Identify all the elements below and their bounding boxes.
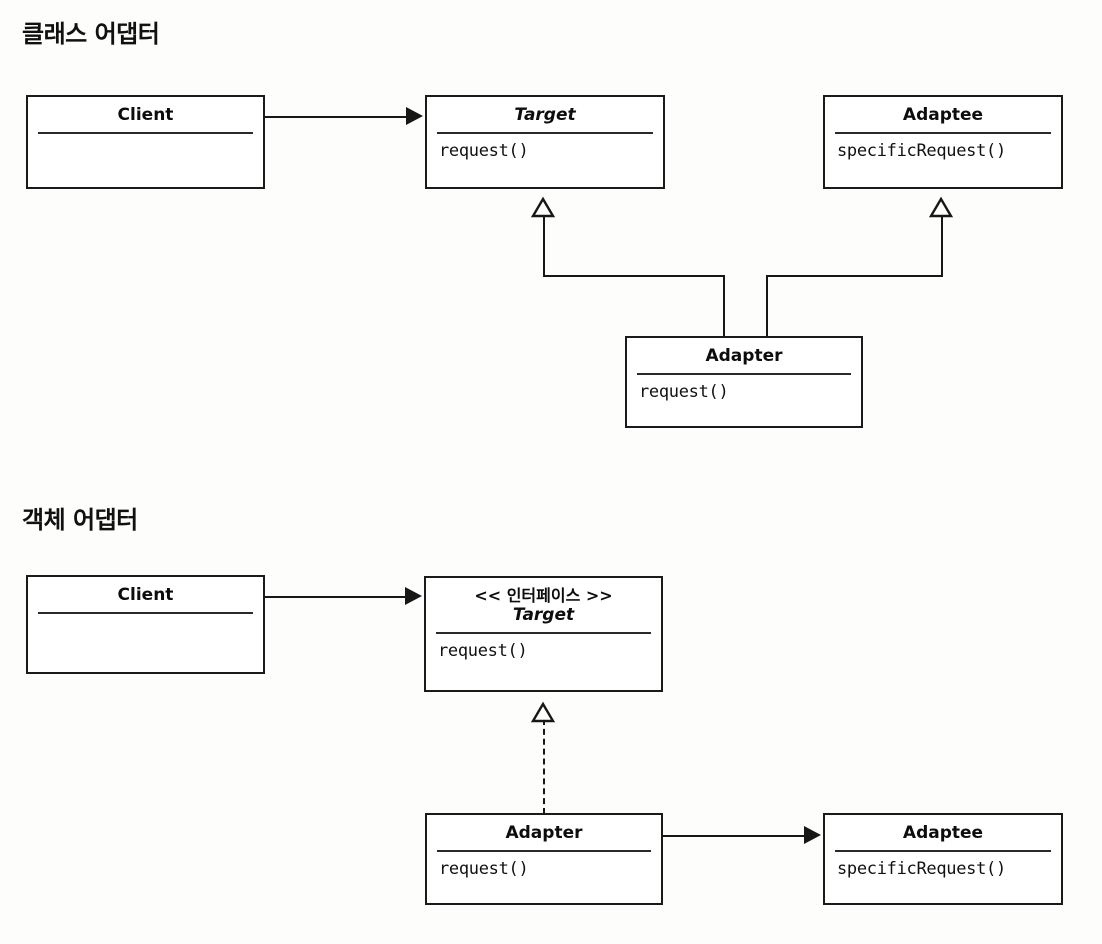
connector-adapter-to-adaptee-1-vertical — [941, 214, 943, 275]
class-operations: specificRequest() — [837, 140, 1006, 161]
connector-adapter-to-target-1-drop — [723, 275, 725, 336]
class-name-label: Adaptee — [902, 105, 984, 125]
connector-adapter-to-adaptee-2 — [663, 835, 806, 837]
connector-adapter-to-adaptee-1-drop — [766, 275, 768, 336]
arrow-head-icon — [405, 587, 422, 605]
class-divider — [436, 631, 651, 634]
class-header: Adapter — [427, 815, 661, 848]
class-operations — [28, 614, 263, 672]
connector-adapter-to-adaptee-1-horizontal — [766, 275, 943, 277]
class-operations: specificRequest() — [837, 858, 1006, 879]
arrow-head-icon — [406, 107, 423, 125]
class-divider — [38, 131, 253, 134]
class-name-label: Adapter — [705, 346, 783, 366]
class-header: Adaptee — [825, 815, 1061, 848]
class-operations: request() — [439, 858, 529, 879]
class-header: Adapter — [627, 338, 861, 371]
class-name-label: Client — [117, 105, 174, 125]
class-box-adapter-2[interactable]: Adapter request() — [425, 813, 663, 905]
stereotype-label: << 인터페이스 >> — [474, 586, 613, 605]
connector-client-to-target-1 — [265, 116, 408, 118]
connector-client-to-target-2 — [265, 596, 407, 598]
class-operations: request() — [639, 381, 729, 402]
class-box-adaptee-2[interactable]: Adaptee specificRequest() — [823, 813, 1063, 905]
class-box-adapter-1[interactable]: Adapter request() — [625, 336, 863, 428]
class-box-client-1[interactable]: Client — [26, 95, 265, 189]
class-divider — [437, 131, 653, 134]
class-header: Client — [28, 97, 263, 130]
section-title-class-adapter: 클래스 어댑터 — [22, 20, 160, 48]
connector-adapter-to-target-1-horizontal — [543, 275, 725, 277]
class-divider — [38, 611, 253, 614]
class-header: Target — [427, 97, 663, 130]
class-box-adaptee-1[interactable]: Adaptee specificRequest() — [823, 95, 1063, 189]
class-header: Adaptee — [825, 97, 1061, 130]
class-header: << 인터페이스 >> Target — [426, 578, 661, 630]
connector-adapter-to-target-2-realization — [543, 719, 545, 814]
class-operations: request() — [439, 140, 529, 161]
class-divider — [437, 849, 651, 852]
class-box-target-2[interactable]: << 인터페이스 >> Target request() — [424, 576, 663, 692]
class-operations — [28, 134, 263, 187]
class-box-client-2[interactable]: Client — [26, 575, 265, 674]
class-divider — [835, 131, 1051, 134]
class-header: Client — [28, 577, 263, 610]
class-name-label: Target — [514, 105, 576, 125]
class-divider — [637, 372, 851, 375]
section-title-object-adapter: 객체 어댑터 — [22, 506, 138, 534]
connector-adapter-to-target-1-vertical — [543, 214, 545, 275]
class-operations: request() — [438, 640, 528, 661]
class-name-label: Adaptee — [902, 823, 984, 843]
class-name-label: Target — [512, 605, 575, 626]
class-name-label: Client — [117, 585, 174, 605]
class-box-target-1[interactable]: Target request() — [425, 95, 665, 189]
arrow-head-icon — [804, 826, 821, 844]
class-name-label: Adapter — [505, 823, 583, 843]
class-divider — [835, 849, 1051, 852]
